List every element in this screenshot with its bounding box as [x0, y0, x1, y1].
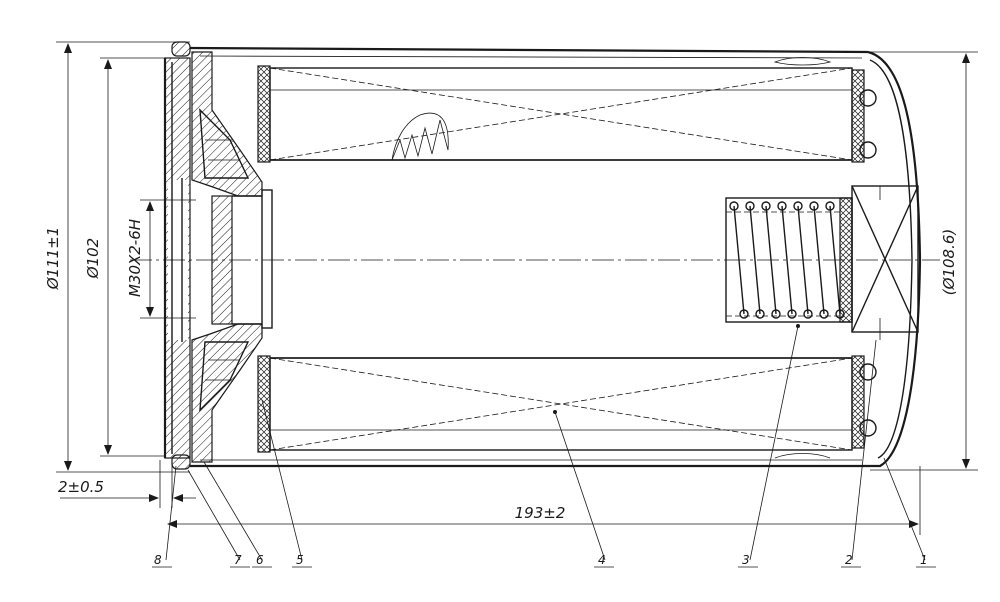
- part-leaders: [165, 324, 926, 561]
- spring-coil-bottom: [755, 309, 765, 319]
- spring-coil-bottom: [787, 309, 797, 319]
- dim-overall-length: 193±2: [515, 504, 566, 522]
- callout-7: 7: [234, 553, 242, 567]
- dimension-lines: [56, 41, 978, 535]
- dim-end-diameter: (Ø108.6): [940, 229, 958, 295]
- spring-coil-top: [825, 201, 835, 211]
- spring-coil-top: [777, 201, 787, 211]
- relief-spring: [725, 197, 853, 323]
- spring-coil-bottom: [771, 309, 781, 319]
- cover-plate: [163, 41, 191, 470]
- dim-outer-diameter: Ø111±1: [44, 227, 62, 291]
- callout-6: 6: [256, 553, 264, 567]
- dim-gasket-offset: 2±0.5: [58, 478, 104, 496]
- callout-3: 3: [742, 553, 750, 567]
- callout-5: 5: [296, 553, 304, 567]
- callout-1: 1: [920, 553, 928, 567]
- end-seal-rings: [859, 89, 877, 437]
- spring-coil-top: [809, 201, 819, 211]
- spring-coil-bottom: [739, 309, 749, 319]
- spring-coil-bottom: [835, 309, 845, 319]
- spring-coil-bottom: [803, 309, 813, 319]
- callout-2: 2: [845, 553, 853, 567]
- dim-inner-diameter: Ø102: [84, 238, 102, 279]
- filter-element: [257, 65, 865, 453]
- spring-coil-top: [793, 201, 803, 211]
- spring-coil: [749, 205, 761, 315]
- dim-thread: M30X2-6H: [126, 219, 144, 297]
- spring-coil-bottom: [819, 309, 829, 319]
- callout-8: 8: [154, 553, 162, 567]
- spring-coil: [781, 205, 793, 315]
- spring-coil-top: [729, 201, 739, 211]
- spring-coil-top: [745, 201, 755, 211]
- callout-4: 4: [598, 553, 606, 567]
- end-valve-block: [851, 185, 919, 340]
- housing-can: [189, 46, 922, 468]
- spring-coil-top: [761, 201, 771, 211]
